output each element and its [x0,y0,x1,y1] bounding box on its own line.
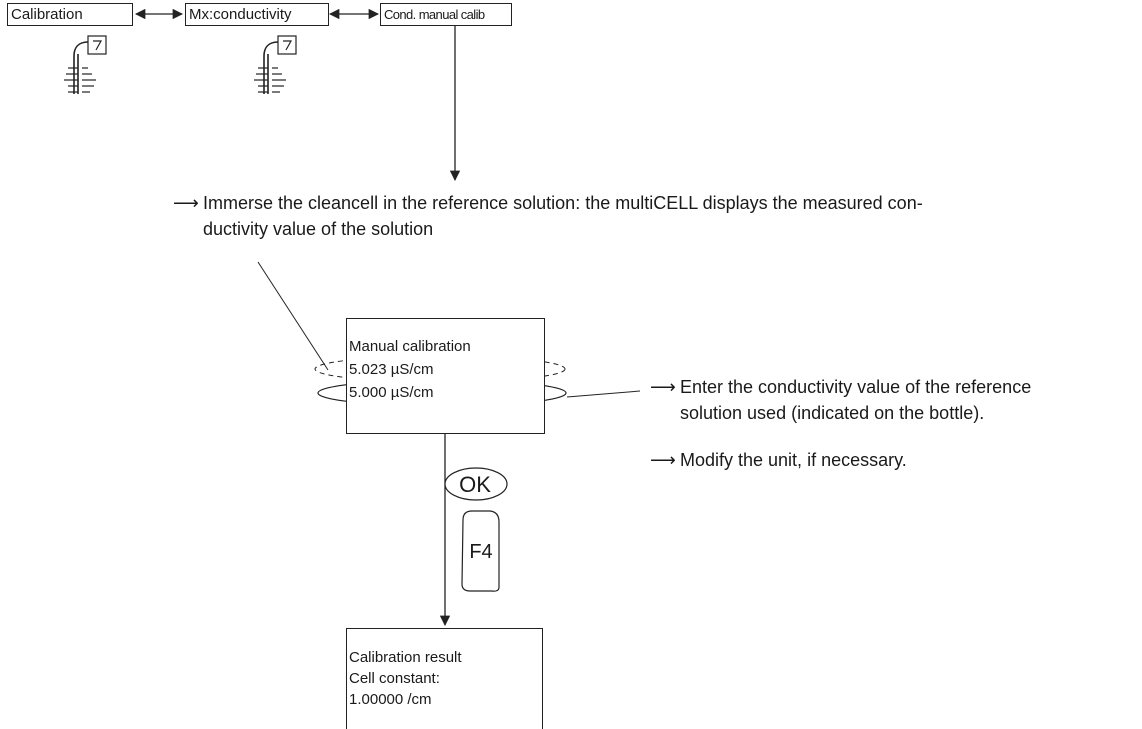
cell-constant-value: 1.00000 /cm [349,691,432,708]
right-arrow-icon: ⟶ [650,377,676,398]
leader-line-measured [257,261,329,371]
right-arrow-icon: ⟶ [650,450,676,471]
screen-title: Manual calibration [349,338,471,355]
measured-value: 5.023 µS/cm [349,361,434,378]
instruction-enter: ⟶Enter the conductivity value of the ref… [650,375,1031,400]
instruction-immerse-line1: Immerse the cleancell in the reference s… [203,193,923,213]
f4-key-label: F4 [469,541,493,563]
ok-key-outline [444,467,508,501]
menu-item-label: Cond. manual calib [384,7,485,22]
instruction-immerse: ⟶Immerse the cleancell in the reference … [173,191,923,216]
instruction-modify-text: Modify the unit, if necessary. [680,450,907,470]
instruction-enter-line1: Enter the conductivity value of the refe… [680,377,1032,397]
ok-key: OK [443,468,507,502]
manual-calibration-screen: Manual calibration 5.023 µS/cm 5.000 µS/… [346,318,545,434]
instruction-immerse-continued: ductivity value of the solution [203,217,433,242]
instruction-modify: ⟶Modify the unit, if necessary. [650,448,907,473]
probe-gauge-icon [254,35,297,94]
f4-key: F4 [461,512,501,592]
cell-constant-label: Cell constant: [349,670,440,687]
ok-key-label: OK [459,472,491,497]
menu-item-mx-conductivity: Mx:conductivity [185,3,329,26]
right-arrow-icon: ⟶ [173,193,199,214]
instruction-immerse-line2: ductivity value of the solution [203,219,434,239]
menu-item-label: Calibration [11,6,83,23]
menu-item-cond-manual-calib: Cond. manual calib [380,3,512,26]
menu-item-calibration: Calibration [7,3,133,26]
instruction-enter-line2: solution used (indicated on the bottle). [680,403,985,423]
probe-gauge-icon [64,35,107,94]
f4-key-outline [461,510,500,592]
calibration-result-screen: Calibration result Cell constant: 1.0000… [346,628,543,729]
leader-line-enter [566,390,641,398]
entered-value: 5.000 µS/cm [349,384,434,401]
instruction-enter-continued: solution used (indicated on the bottle). [680,401,984,426]
result-title: Calibration result [349,649,462,666]
menu-item-label: Mx:conductivity [189,6,292,23]
